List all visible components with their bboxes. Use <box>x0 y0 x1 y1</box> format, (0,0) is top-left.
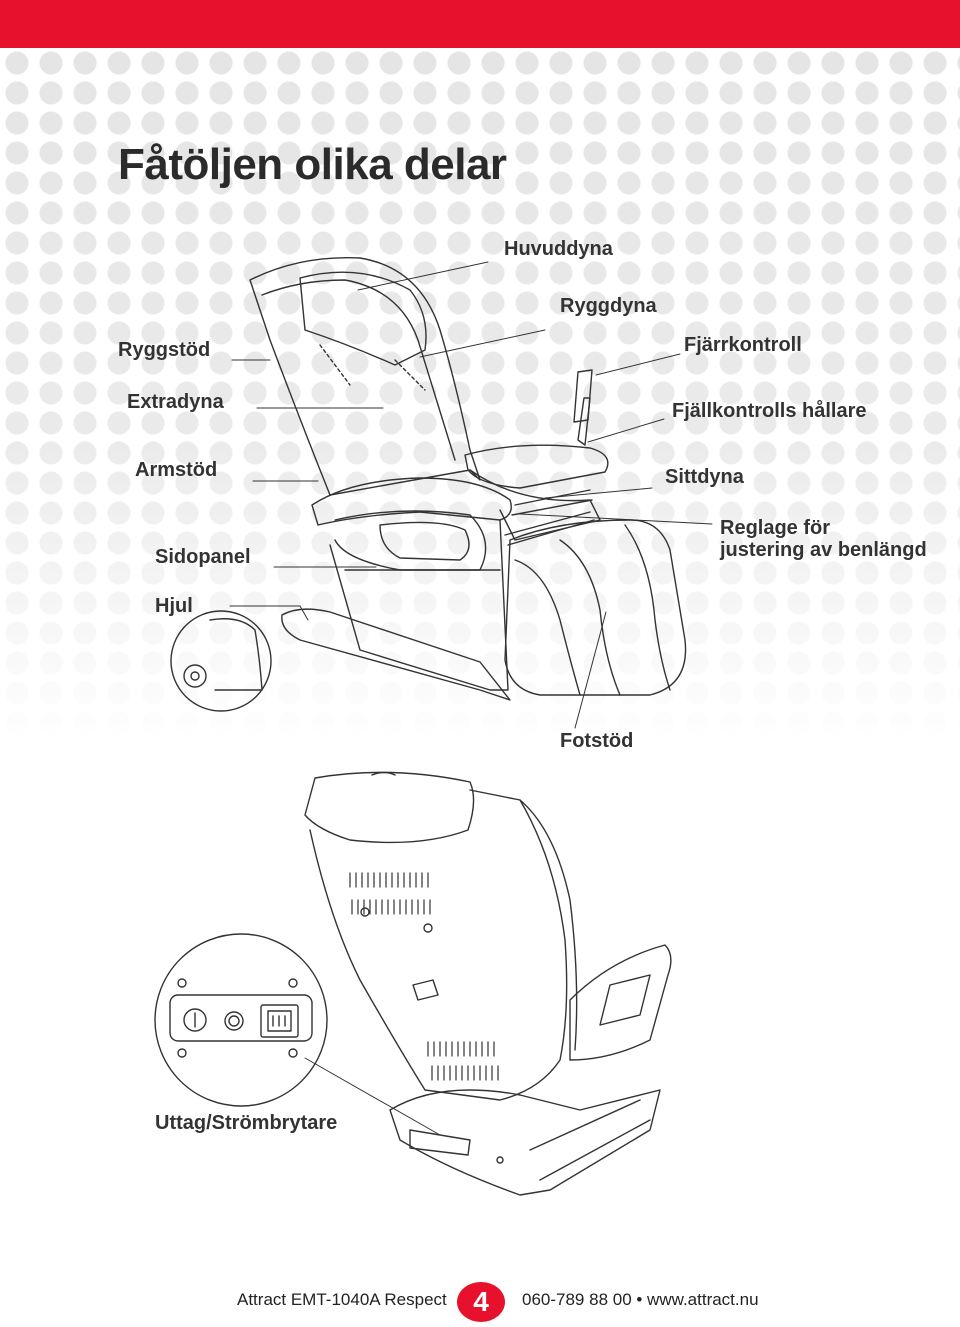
label-fjallkontrolls-hallare: Fjällkontrolls hållare <box>672 400 867 422</box>
label-ryggdyna: Ryggdyna <box>560 295 657 317</box>
label-fotstod: Fotstöd <box>560 730 634 752</box>
label-sidopanel: Sidopanel <box>155 546 251 568</box>
page-title: Fåtöljen olika delar <box>118 140 507 189</box>
top-accent-bar <box>0 0 960 48</box>
footer-contact: 060-789 88 00 • www.attract.nu <box>522 1290 759 1309</box>
back-chair-drawing <box>154 771 672 1196</box>
label-huvuddyna: Huvuddyna <box>504 238 613 260</box>
footer-product: Attract EMT-1040A Respect <box>237 1290 447 1309</box>
label-ryggstod: Ryggstöd <box>118 339 211 361</box>
label-hjul: Hjul <box>155 595 193 617</box>
background-fade <box>0 48 960 748</box>
page-number-badge: 4 <box>457 1282 505 1322</box>
footer: Attract EMT-1040A Respect 4 060-789 88 0… <box>0 1282 960 1322</box>
label-sittdyna: Sittdyna <box>665 466 744 488</box>
label-reglage-line1: Reglage för <box>720 517 831 539</box>
label-fjarrkontroll: Fjärrkontroll <box>684 334 802 356</box>
front-chair-drawing <box>170 256 713 729</box>
label-armstod: Armstöd <box>135 459 218 481</box>
label-reglage: Reglage för justering av benlängd <box>720 517 927 561</box>
label-reglage-line2: justering av benlängd <box>720 539 927 561</box>
label-extradyna: Extradyna <box>127 391 224 413</box>
label-uttag-strombrytare: Uttag/Strömbrytare <box>155 1112 338 1134</box>
